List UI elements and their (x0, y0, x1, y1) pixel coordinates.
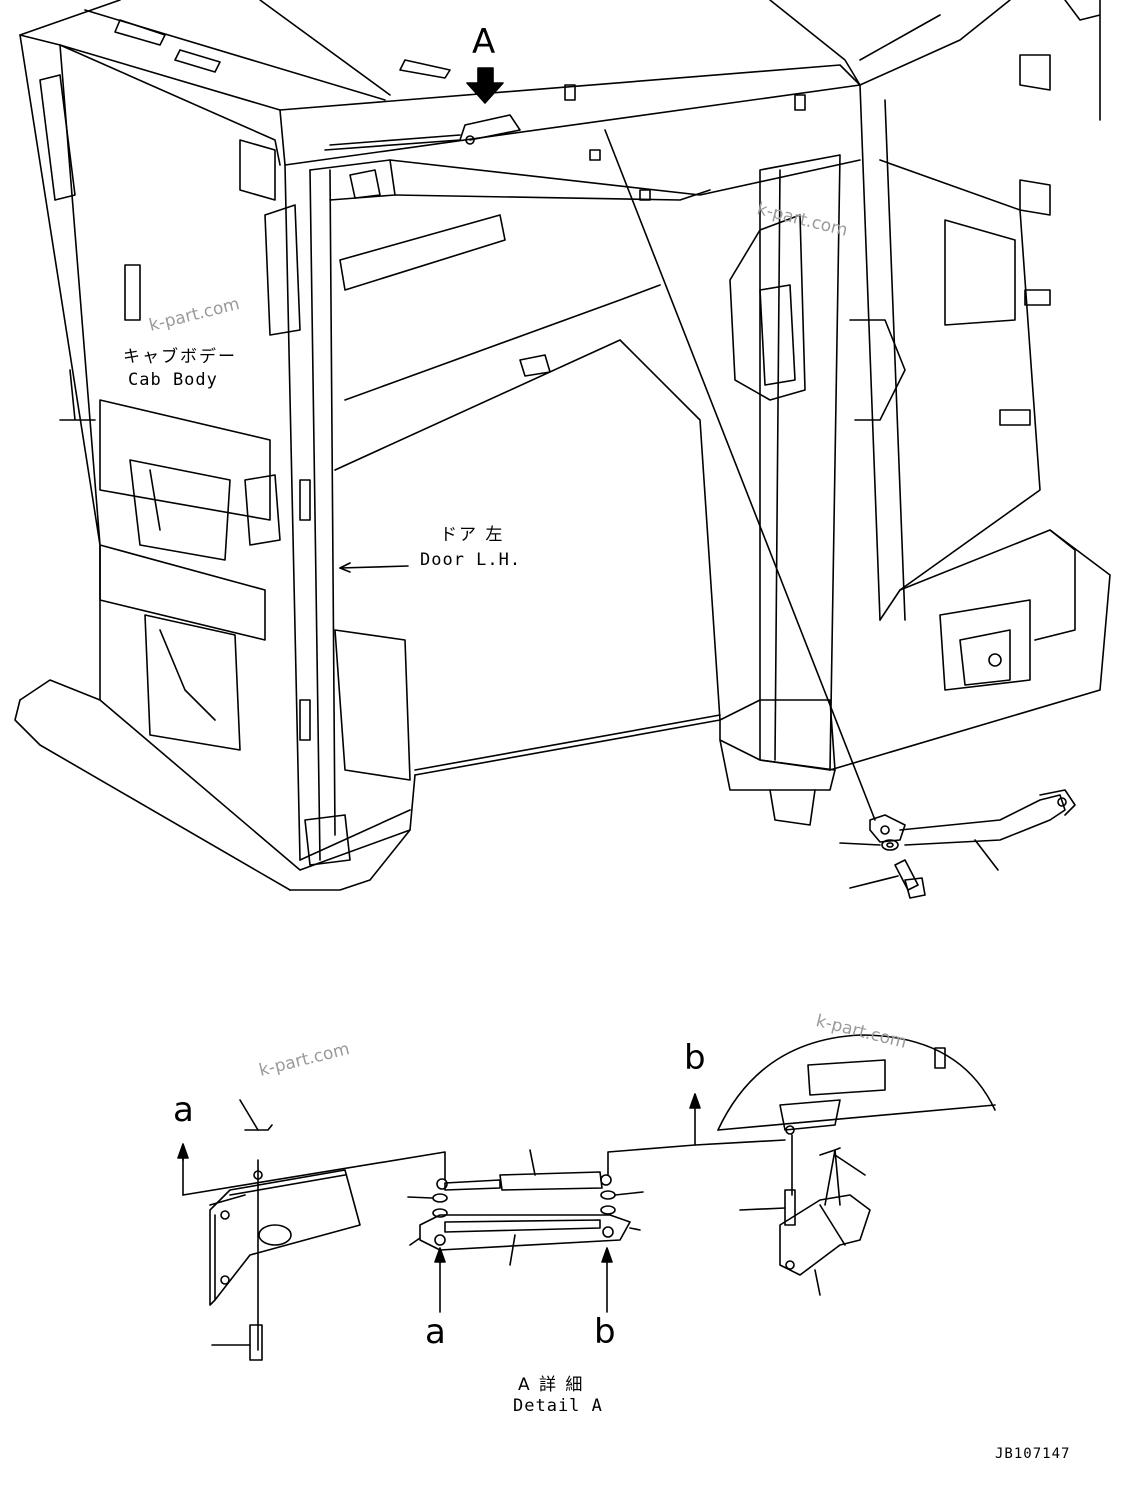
cab-base-frame (14, 529, 1111, 891)
bolt (894, 859, 926, 899)
detail-a-washers (432, 1190, 616, 1218)
ref-a-top-label: a (173, 1090, 194, 1130)
ref-a-bottom-label: a (425, 1312, 446, 1352)
detail-a-circle-view (717, 1034, 996, 1135)
washer (881, 839, 899, 851)
door-left-pillar (284, 159, 411, 861)
drawing-number: JB107147 (995, 1446, 1071, 1462)
door-lh-jp-label: ドア 左 (440, 525, 505, 545)
detail-a-left-bracket (209, 1124, 361, 1361)
door-stay-top (324, 114, 521, 151)
detail-a-en-label: Detail A (513, 1396, 603, 1416)
view-arrow-a (466, 67, 504, 104)
view-marker-a-label: A (472, 22, 496, 62)
grab-handle (869, 789, 1076, 846)
cab-central-frame (334, 149, 861, 826)
detail-a-right-bracket (779, 1147, 871, 1276)
detail-a-gas-spring (436, 1171, 612, 1191)
cab-body-en-label: Cab Body (128, 370, 218, 390)
cab-body-jp-label: キャブボデー (123, 347, 237, 367)
door-lh-en-label: Door L.H. (420, 550, 522, 570)
cab-right-frame (729, 0, 1101, 621)
cab-body-left-wall (19, 34, 301, 751)
ref-b-bottom-label: b (594, 1312, 616, 1352)
detail-a-jp-label: A 詳 細 (518, 1375, 585, 1395)
leader-lines-top (339, 129, 999, 889)
ref-b-top-label: b (684, 1038, 706, 1078)
detail-a-link-plate (419, 1214, 631, 1251)
detail-arrows (177, 1093, 701, 1313)
leader-lines-detail (182, 1099, 866, 1346)
